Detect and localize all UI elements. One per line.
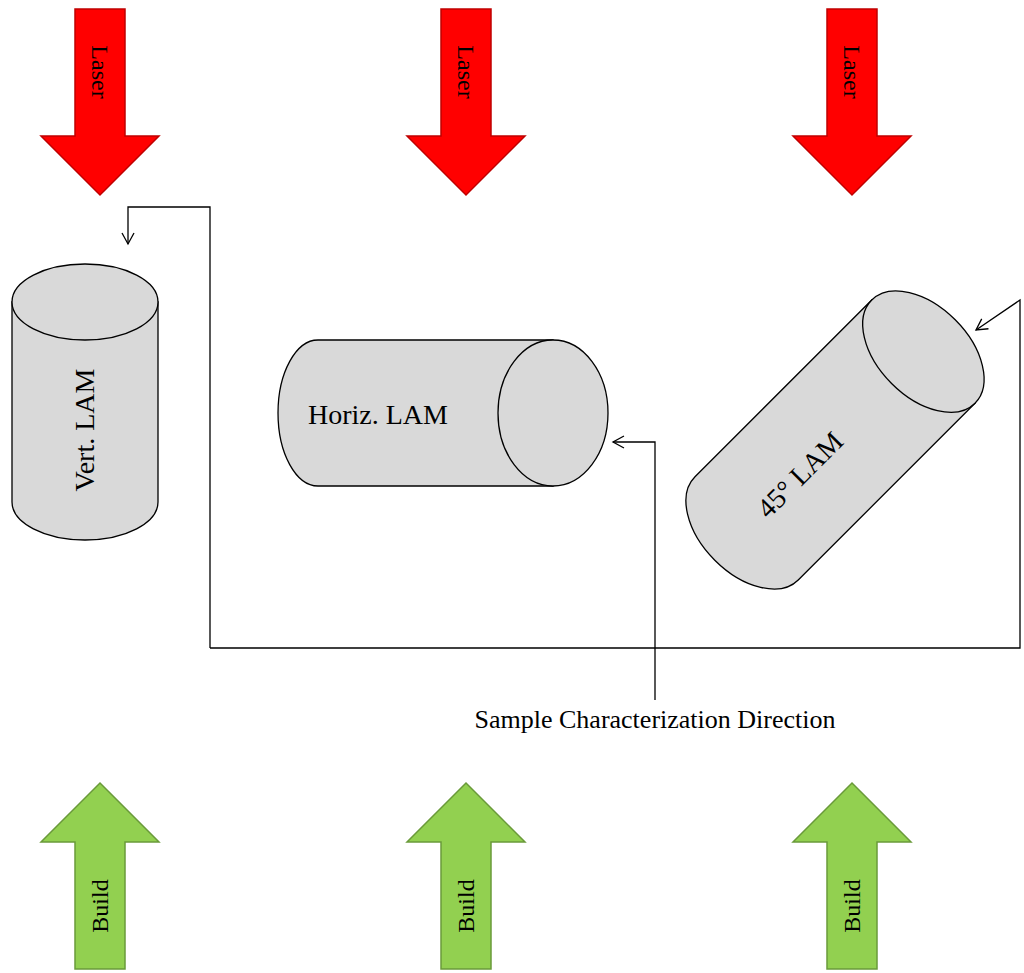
laser-arrow [793,9,911,195]
node-text: Build [840,879,864,932]
shape-outline [680,280,1010,590]
build-arrow: Build [792,782,912,970]
node-text: Laser [840,45,864,98]
build-arrow: Build [406,782,526,970]
laser-arrow: Laser [792,8,912,196]
sample-cylinder: 45° LAM [680,280,1010,590]
sample-cylinder: Vert. LAM [10,262,162,544]
cylinder-end [12,264,158,340]
build-arrow: Build [40,782,160,970]
cylinder-end [840,268,1007,435]
sample-cylinder: Horiz. LAM [276,338,612,488]
cylinder-end [498,340,608,486]
build-arrow [407,783,525,969]
build-arrow [793,783,911,969]
node-text: Build [88,879,112,932]
laser-arrow: Laser [406,8,526,196]
laser-arrow [407,9,525,195]
node-text: Laser [88,45,112,98]
annotation-label: Sample Characterization Direction [471,705,840,735]
node-text: Vert. LAM [71,369,99,492]
shape-outline [40,8,160,196]
laser-arrow: Laser [40,8,160,196]
shape-outline [406,8,526,196]
leader-line [613,442,655,700]
node-text: Laser [454,45,478,98]
laser-arrow [41,9,159,195]
shape-outline [792,8,912,196]
shape-outline [40,782,160,970]
node-text: Build [454,879,478,932]
shape-outline [792,782,912,970]
shape-outline [406,782,526,970]
node-text: Horiz. LAM [308,401,448,429]
build-arrow [41,783,159,969]
